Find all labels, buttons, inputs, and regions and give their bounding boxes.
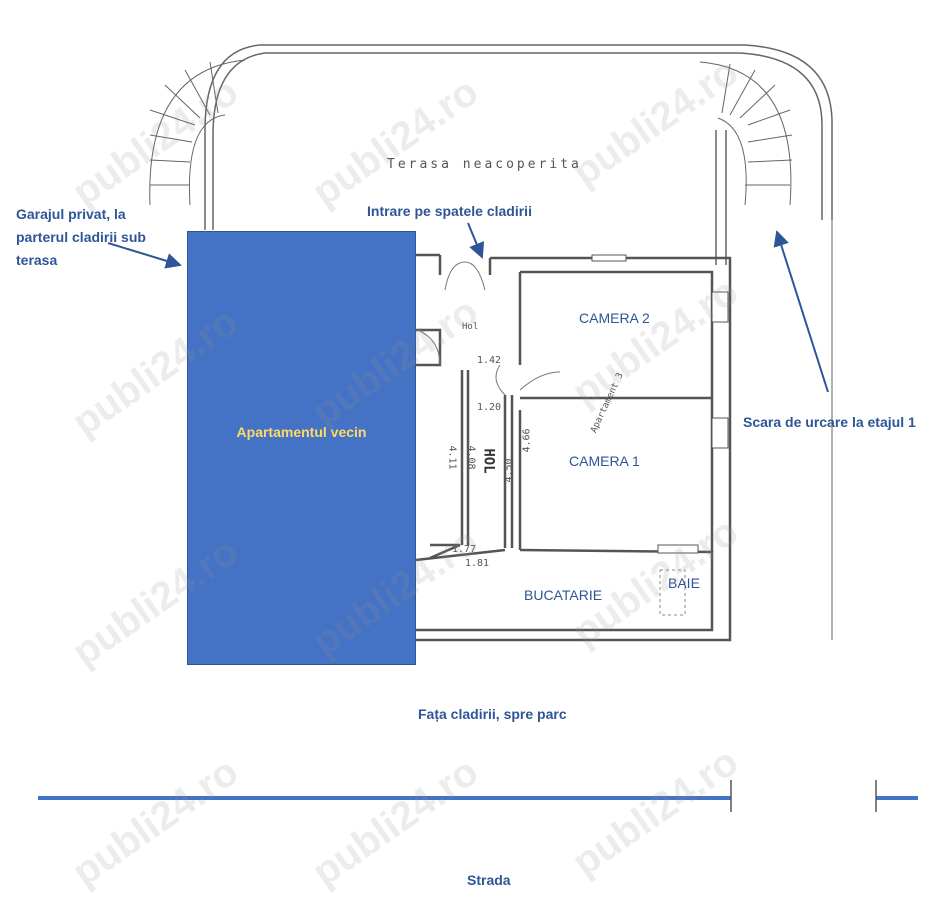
dim-450: 4.50: [503, 458, 515, 483]
door-swings: [417, 261, 561, 396]
garage-label-line3: terasa: [16, 252, 58, 268]
garage-label-line1: Garajul privat, la: [16, 206, 126, 222]
neighbor-label: Apartamentul vecin: [236, 424, 367, 440]
room-camera1: CAMERA 1: [569, 453, 640, 469]
dim-177: 1.77: [452, 544, 477, 555]
room-hol: HOL: [480, 448, 497, 474]
dim-411: 4.11: [446, 445, 458, 470]
neighbor-apartment-block: Apartamentul vecin: [187, 231, 416, 665]
street-label: Strada: [467, 872, 511, 888]
dim-408: 4.08: [465, 445, 477, 470]
right-stairs: [699, 61, 793, 206]
annotation-arrows: [107, 222, 829, 393]
garage-label-line2: parterul cladirii sub: [16, 229, 146, 245]
dim-120: 1.20: [477, 402, 502, 413]
bathroom-fixtures: [659, 569, 686, 616]
room-baie: BAIE: [668, 575, 700, 591]
stairs-label: Scara de urcare la etajul 1: [743, 414, 916, 430]
dim-466: 4.66: [521, 428, 533, 453]
room-bucatarie: BUCATARIE: [524, 587, 603, 603]
terrace-outline: [204, 44, 833, 640]
terrace-label: Terasa neacoperita: [387, 157, 582, 172]
left-stairs: [149, 59, 246, 206]
room-hol-small: Hol: [462, 322, 479, 332]
room-camera2: CAMERA 2: [579, 310, 650, 326]
windows: [591, 254, 729, 554]
street-ticks: [730, 780, 877, 812]
dim-142: 1.42: [477, 355, 502, 366]
front-label: Fața cladirii, spre parc: [418, 706, 567, 722]
rear-entrance-label: Intrare pe spatele cladirii: [367, 203, 532, 219]
dim-181: 1.81: [465, 558, 490, 569]
apartment-walls: [415, 253, 732, 642]
